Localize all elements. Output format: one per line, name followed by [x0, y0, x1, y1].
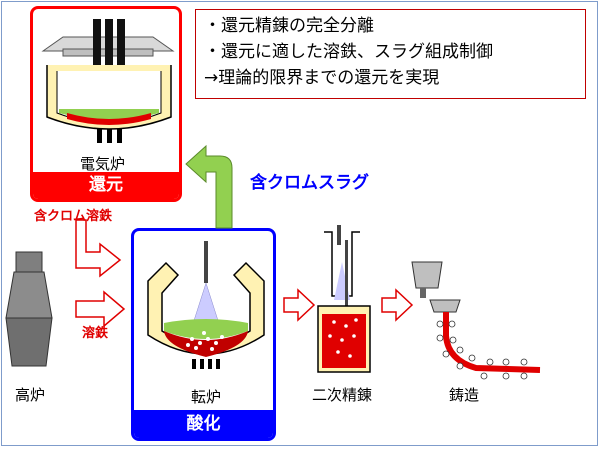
- casting-drawing: [411, 261, 541, 380]
- hot-metal-arrow: [75, 290, 126, 328]
- blast-furnace-drawing: [5, 251, 53, 367]
- secondary-refining-label: 二次精錬: [312, 386, 373, 404]
- electric-furnace-label: 電気炉: [80, 155, 126, 173]
- hot-metal-label: 溶鉄: [82, 326, 109, 341]
- reduction-band: 還元: [33, 172, 179, 199]
- reduction-box: 電気炉 還元: [30, 6, 182, 202]
- secondary-refining-drawing: [317, 225, 371, 373]
- notes-box: ・還元精錬の完全分離 ・還元に適した溶鉄、スラグ組成制御 →理論的限界までの還元…: [195, 9, 586, 99]
- converter-drawing: [147, 241, 265, 369]
- notes-line-3: →理論的限界までの還元を実現: [204, 68, 440, 88]
- oxidation-band: 酸化: [134, 410, 273, 438]
- electric-furnace-drawing: [41, 19, 175, 143]
- notes-line-1: ・還元精錬の完全分離: [204, 16, 374, 36]
- slag-return-arrow: [185, 144, 233, 229]
- converter-label: 転炉: [191, 388, 222, 406]
- chromium-hot-metal-arrow: [75, 219, 122, 278]
- chromium-slag-label: 含クロムスラグ: [250, 173, 369, 193]
- notes-line-2: ・還元に適した溶鉄、スラグ組成制御: [204, 42, 493, 62]
- chromium-hot-metal-label: 含クロム溶鉄: [34, 209, 113, 224]
- casting-label: 鋳造: [449, 386, 480, 404]
- blast-furnace-label: 高炉: [15, 386, 46, 404]
- to-secondary-refining-arrow: [283, 288, 316, 322]
- to-casting-arrow: [381, 288, 414, 322]
- oxidation-box: 転炉 酸化: [131, 228, 276, 441]
